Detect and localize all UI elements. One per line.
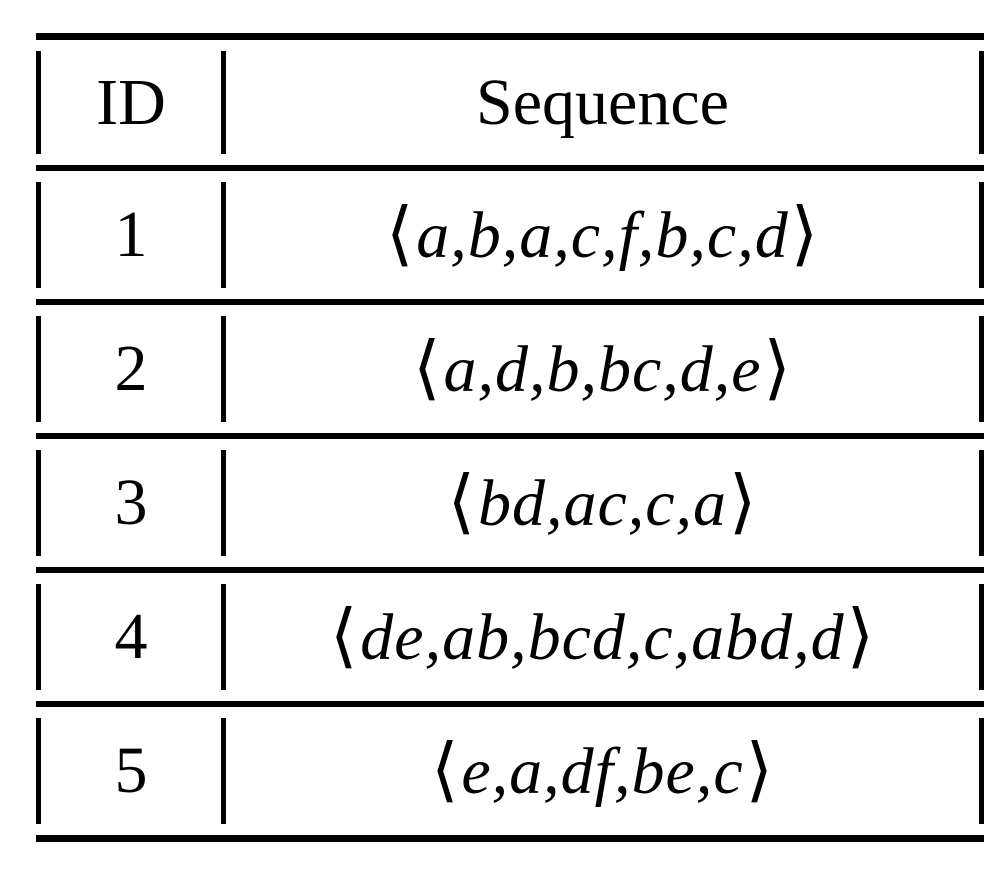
angle-bracket-close-icon: ⟩	[790, 196, 820, 273]
vertical-separator-middle	[221, 51, 226, 154]
cell-sequence-text: a,b,a,c,f,b,c,d	[416, 199, 789, 272]
vertical-separator-middle	[221, 718, 226, 824]
cell-id: 5	[41, 707, 221, 835]
table-top-rule	[36, 33, 984, 40]
angle-bracket-close-icon: ⟩	[763, 330, 792, 407]
cell-id-value: 2	[114, 332, 148, 405]
cell-sequence-value: ⟨bd,ac,c,a⟩	[446, 468, 760, 538]
vertical-separator-left	[36, 182, 41, 288]
vertical-separator-left	[36, 718, 41, 824]
cell-id: 1	[41, 171, 221, 299]
cell-id: 4	[41, 573, 221, 701]
cell-id: 2	[41, 305, 221, 433]
vertical-separator-middle	[221, 450, 226, 556]
angle-bracket-close-icon: ⟩	[729, 464, 758, 541]
cell-sequence-value: ⟨a,d,b,bc,d,e⟩	[411, 334, 794, 404]
table-header-row: ID Sequence	[36, 40, 984, 165]
table-row: 1 ⟨a,b,a,c,f,b,c,d⟩	[36, 171, 984, 299]
cell-sequence-text: de,ab,bcd,c,abd,d	[360, 601, 845, 674]
vertical-separator-right	[979, 182, 984, 288]
angle-bracket-close-icon: ⟩	[745, 732, 774, 809]
table-row: 4 ⟨de,ab,bcd,c,abd,d⟩	[36, 573, 984, 701]
cell-id-value: 1	[114, 198, 148, 271]
vertical-separator-right	[979, 718, 984, 824]
table-bottom-rule	[36, 835, 984, 842]
table-row: 2 ⟨a,d,b,bc,d,e⟩	[36, 305, 984, 433]
cell-id: 3	[41, 439, 221, 567]
vertical-separator-middle	[221, 316, 226, 422]
cell-sequence-value: ⟨a,b,a,c,f,b,c,d⟩	[384, 200, 821, 270]
table-row-rule	[36, 433, 984, 439]
cell-sequence: ⟨a,d,b,bc,d,e⟩	[226, 305, 979, 433]
angle-bracket-open-icon: ⟨	[385, 196, 415, 273]
cell-sequence-text: e,a,df,be,c	[461, 735, 744, 808]
cell-id-value: 4	[114, 600, 148, 673]
angle-bracket-open-icon: ⟨	[413, 330, 442, 407]
cell-sequence-text: bd,ac,c,a	[477, 467, 728, 540]
column-header-id: ID	[41, 40, 221, 165]
angle-bracket-close-icon: ⟩	[846, 598, 875, 675]
vertical-separator-left	[36, 584, 41, 690]
column-header-sequence: Sequence	[226, 40, 979, 165]
cell-sequence-value: ⟨e,a,df,be,c⟩	[429, 736, 776, 806]
vertical-separator-right	[979, 316, 984, 422]
vertical-separator-middle	[221, 182, 226, 288]
vertical-separator-left	[36, 450, 41, 556]
cell-sequence-text: a,d,b,bc,d,e	[443, 333, 762, 406]
column-header-id-label: ID	[96, 65, 166, 139]
cell-id-value: 5	[114, 734, 148, 807]
vertical-separator-right	[979, 51, 984, 154]
vertical-separator-left	[36, 316, 41, 422]
table-row-rule	[36, 701, 984, 707]
vertical-separator-left	[36, 51, 41, 154]
cell-sequence: ⟨a,b,a,c,f,b,c,d⟩	[226, 171, 979, 299]
cell-id-value: 3	[114, 466, 148, 539]
column-header-sequence-label: Sequence	[476, 65, 729, 139]
table-row-rule	[36, 567, 984, 573]
angle-bracket-open-icon: ⟨	[329, 598, 359, 675]
table-header-rule	[36, 165, 984, 171]
angle-bracket-open-icon: ⟨	[447, 464, 476, 541]
vertical-separator-middle	[221, 584, 226, 690]
vertical-separator-right	[979, 584, 984, 690]
cell-sequence: ⟨e,a,df,be,c⟩	[226, 707, 979, 835]
table-row: 3 ⟨bd,ac,c,a⟩	[36, 439, 984, 567]
table-row-rule	[36, 299, 984, 305]
cell-sequence: ⟨bd,ac,c,a⟩	[226, 439, 979, 567]
angle-bracket-open-icon: ⟨	[431, 732, 460, 809]
vertical-separator-right	[979, 450, 984, 556]
sequence-database-table: ID Sequence 1 ⟨a,b,a,c,f,b,c,d⟩ 2 ⟨a,d,b…	[36, 33, 984, 842]
table-row: 5 ⟨e,a,df,be,c⟩	[36, 707, 984, 835]
cell-sequence-value: ⟨de,ab,bcd,c,abd,d⟩	[328, 602, 877, 672]
cell-sequence: ⟨de,ab,bcd,c,abd,d⟩	[226, 573, 979, 701]
